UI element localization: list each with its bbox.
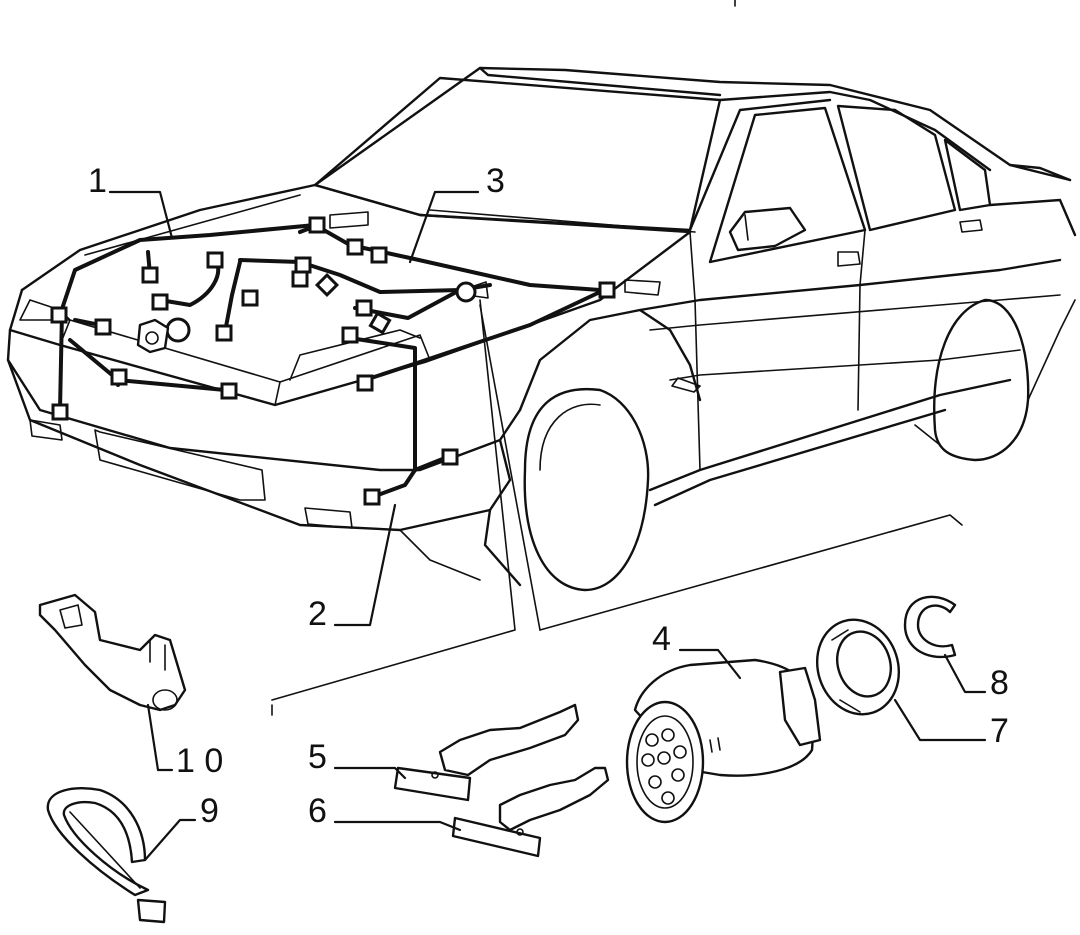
part-8-retaining-clip bbox=[903, 595, 957, 659]
callout-10: 1 0 bbox=[176, 742, 223, 780]
part-7-seal-ring bbox=[815, 618, 901, 716]
callout-8: 8 bbox=[990, 664, 1009, 702]
part-5-terminal bbox=[393, 703, 580, 802]
callout-4: 4 bbox=[652, 620, 671, 658]
callout-3: 3 bbox=[486, 162, 505, 200]
part-9-cable-tie bbox=[46, 787, 167, 924]
detail-guide-lines bbox=[271, 299, 963, 716]
part-4-connector-housing bbox=[625, 658, 822, 824]
part-6-terminal bbox=[451, 766, 610, 858]
callout-2: 2 bbox=[308, 595, 327, 633]
wiring-harness bbox=[50, 216, 616, 506]
part-10-bracket bbox=[38, 593, 187, 712]
callout-1: 1 bbox=[88, 162, 107, 200]
callout-5: 5 bbox=[308, 738, 327, 776]
callout-6: 6 bbox=[308, 792, 327, 830]
callout-leaders bbox=[108, 190, 987, 862]
callout-labels: 1 3 2 4 5 6 8 7 9 1 0 bbox=[88, 162, 1009, 830]
car-body bbox=[6, 0, 1077, 592]
callout-7: 7 bbox=[990, 712, 1009, 750]
callout-9: 9 bbox=[200, 792, 219, 830]
